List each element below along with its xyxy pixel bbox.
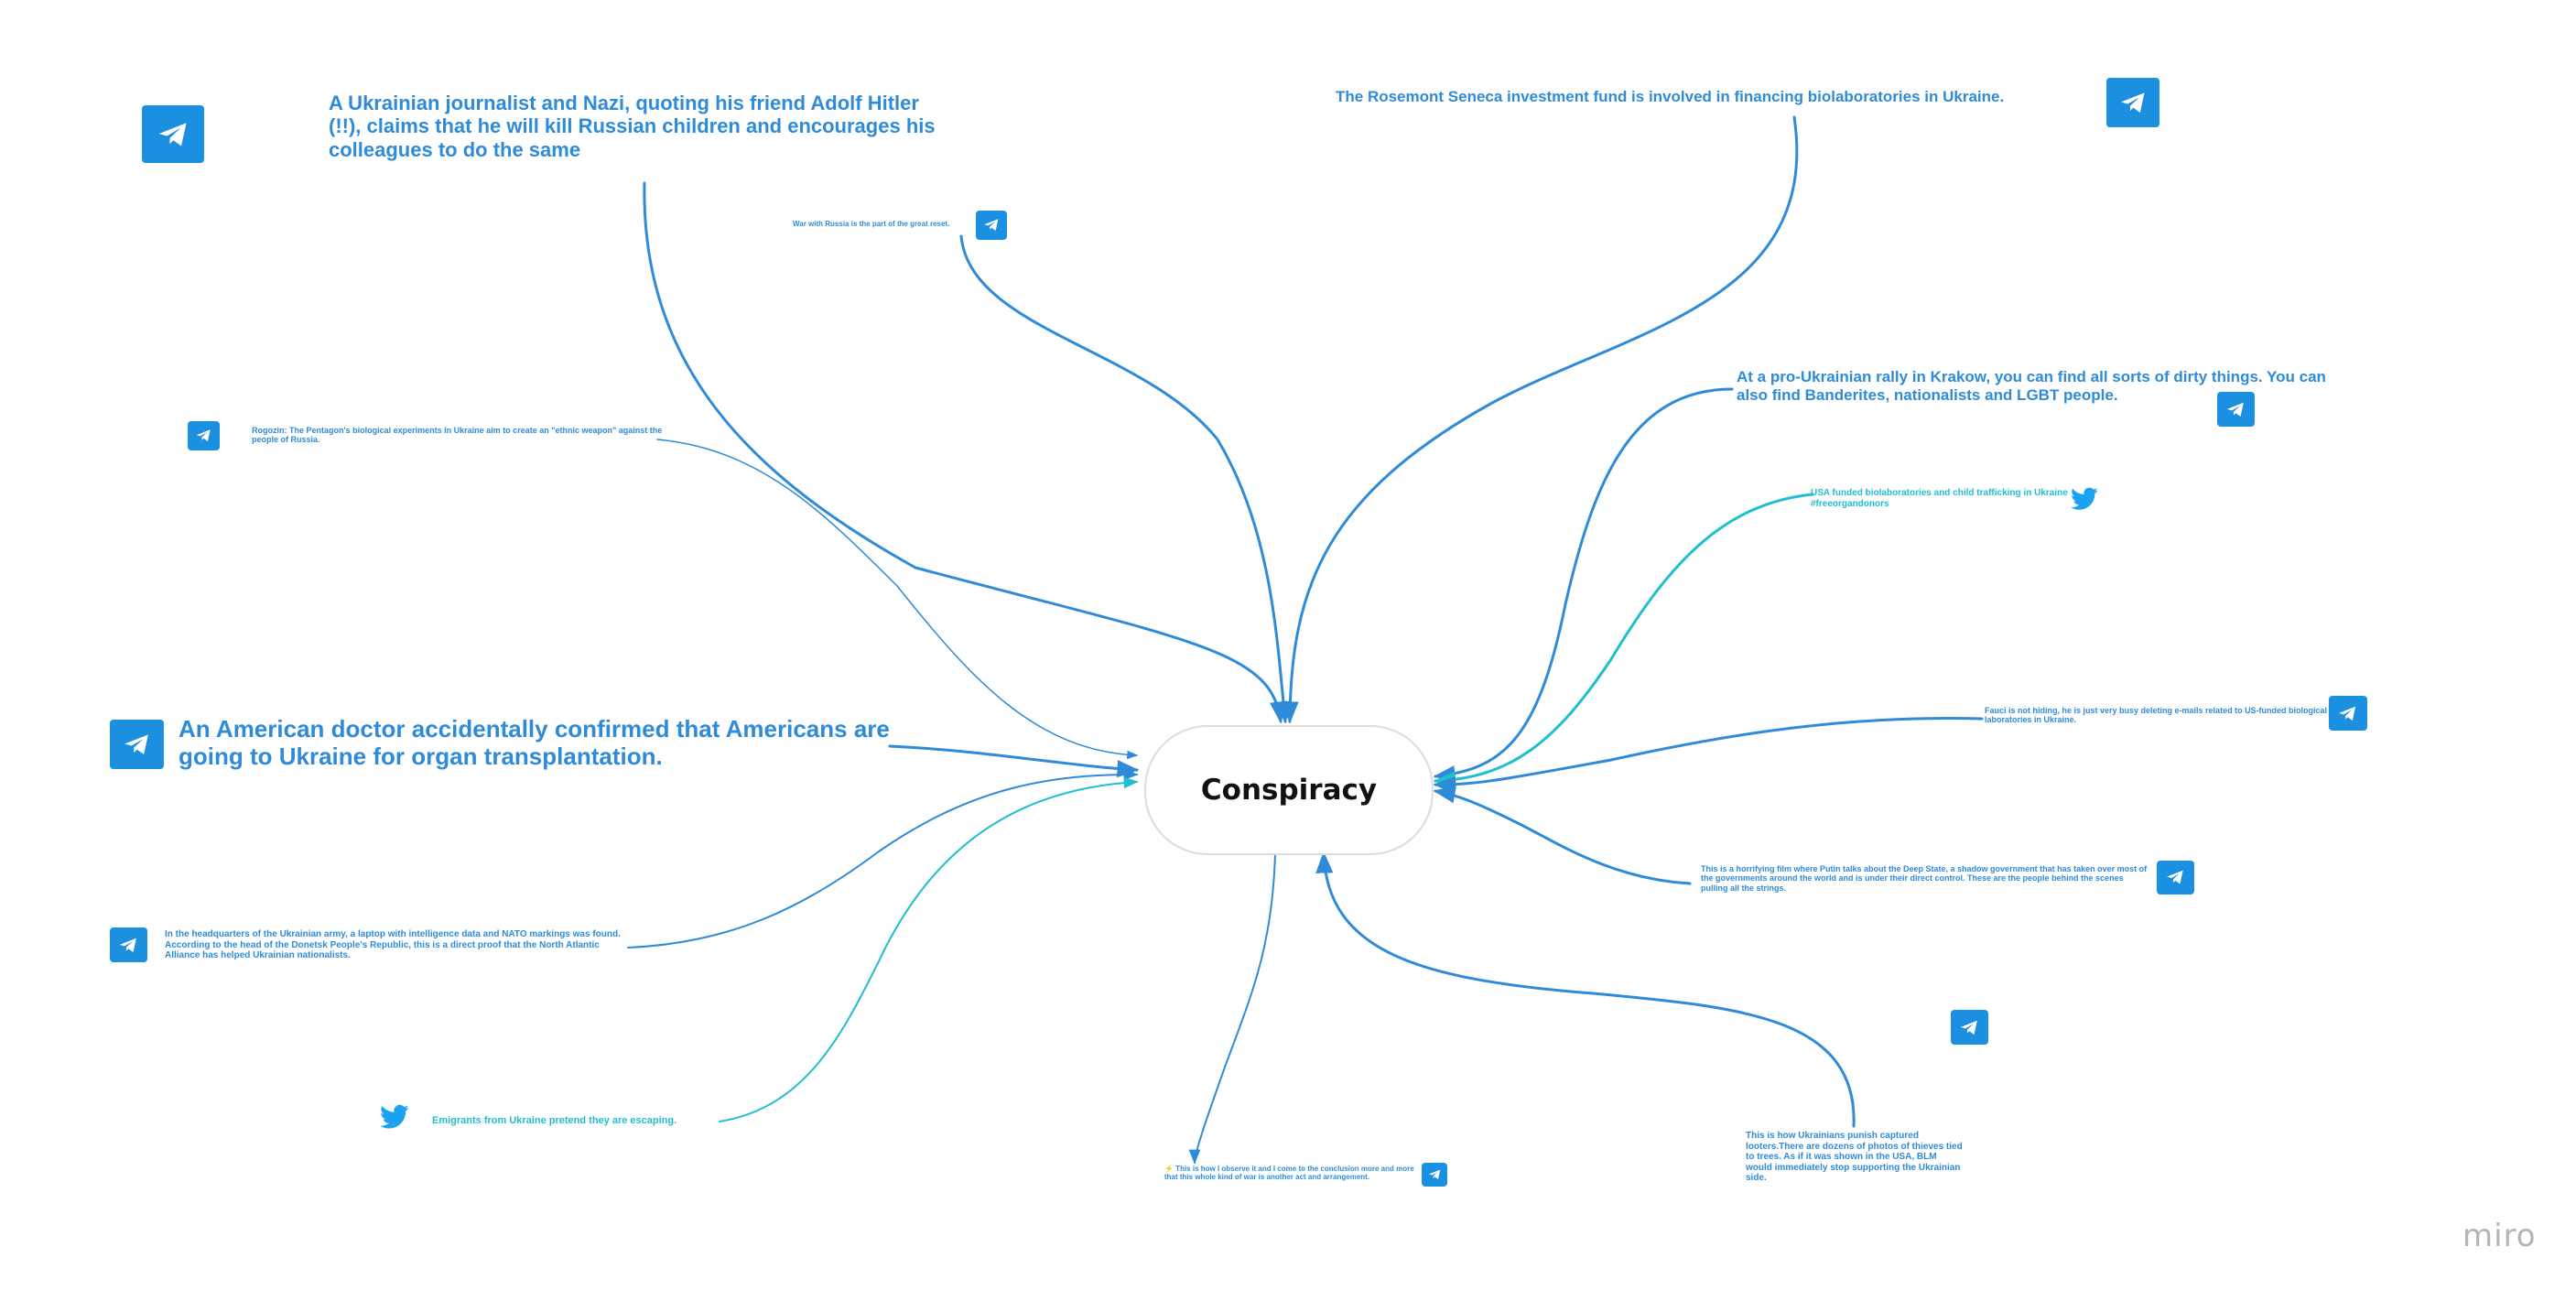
link-looters[interactable]	[1315, 851, 1856, 1128]
central-node-label: Conspiracy	[1200, 774, 1378, 807]
telegram-icon[interactable]	[2157, 861, 2194, 894]
link-fauci[interactable]	[1433, 716, 1984, 795]
link-krakow[interactable]	[1433, 387, 1734, 784]
node-emigrants-text[interactable]: Emigrants from Ukraine pretend they are …	[432, 1115, 677, 1126]
telegram-icon[interactable]	[110, 720, 164, 769]
link-nato-laptop[interactable]	[627, 768, 1139, 949]
telegram-icon[interactable]	[188, 421, 220, 450]
central-node[interactable]: Conspiracy	[1144, 725, 1434, 855]
link-rogozin[interactable]	[656, 439, 1139, 760]
node-great-reset-text[interactable]: War with Russia is the part of the great…	[793, 220, 950, 228]
node-nato-laptop-text[interactable]: In the headquarters of the Ukrainian arm…	[165, 929, 621, 960]
link-arrangement[interactable]	[1188, 852, 1276, 1165]
node-trafficking-text[interactable]: USA funded biolaboratories and child tra…	[1811, 488, 2068, 509]
telegram-icon[interactable]	[142, 105, 204, 163]
telegram-icon[interactable]	[2106, 78, 2159, 127]
node-rogozin-text[interactable]: Rogozin: The Pentagon's biological exper…	[252, 426, 663, 445]
twitter-icon[interactable]	[2071, 487, 2098, 511]
link-journalist-nazi[interactable]	[643, 181, 1288, 724]
node-looters-text[interactable]: This is how Ukrainians punish captured l…	[1746, 1131, 1963, 1183]
telegram-icon[interactable]	[2329, 696, 2367, 731]
link-organ-transplant[interactable]	[888, 744, 1140, 778]
telegram-icon[interactable]	[2217, 392, 2255, 427]
link-great-reset[interactable]	[959, 234, 1293, 724]
link-trafficking[interactable]	[1433, 493, 1814, 789]
link-emigrants[interactable]	[719, 776, 1139, 1122]
telegram-icon[interactable]	[976, 211, 1007, 240]
twitter-icon[interactable]	[380, 1104, 409, 1130]
link-rosemont[interactable]	[1281, 115, 1799, 724]
telegram-icon[interactable]	[1422, 1163, 1447, 1187]
miro-logo: miro	[2462, 1218, 2537, 1254]
node-organ-transplant-text[interactable]: An American doctor accidentally confirme…	[179, 715, 890, 770]
link-deep-state[interactable]	[1433, 786, 1692, 885]
node-arrangement-text[interactable]: ⚡ This is how I observe it and I come to…	[1164, 1165, 1414, 1182]
node-deep-state-text[interactable]: This is a horrifying film where Putin ta…	[1701, 864, 2148, 893]
node-rosemont-text[interactable]: The Rosemont Seneca investment fund is i…	[1336, 88, 2005, 105]
node-fauci-text[interactable]: Fauci is not hiding, he is just very bus…	[1985, 706, 2328, 725]
node-krakow-text[interactable]: At a pro-Ukrainian rally in Krakow, you …	[1737, 368, 2326, 404]
telegram-icon[interactable]	[1951, 1010, 1988, 1045]
telegram-icon[interactable]	[110, 927, 147, 962]
node-journalist-nazi-text[interactable]: A Ukrainian journalist and Nazi, quoting…	[329, 92, 936, 161]
